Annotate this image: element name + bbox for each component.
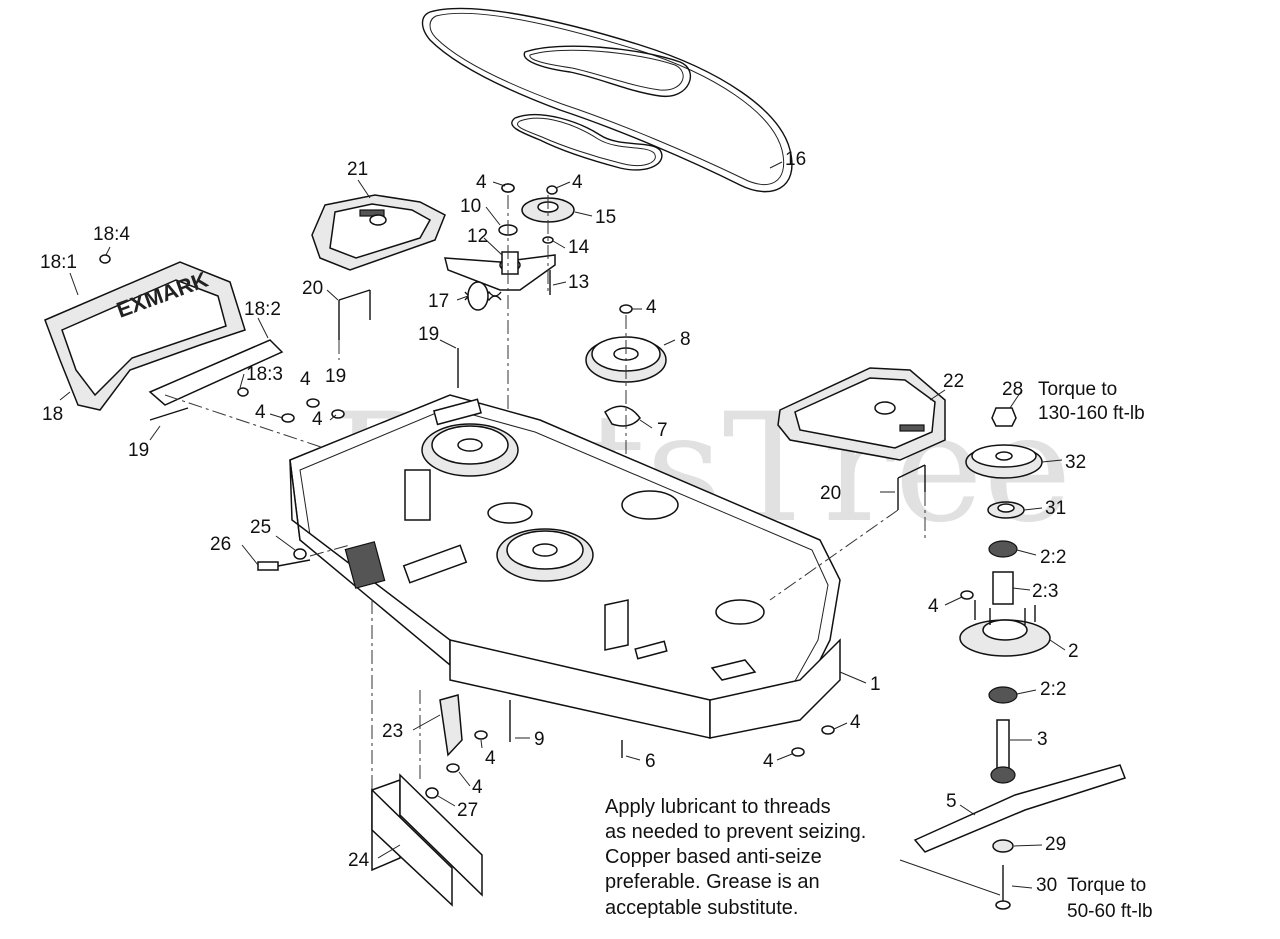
callout-4: 4 — [476, 172, 487, 193]
callout-10: 10 — [460, 196, 481, 217]
callout-5: 5 — [946, 791, 957, 812]
lubricant-note-line-5: acceptable substitute. — [605, 897, 798, 919]
callout-18-2: 18:2 — [244, 299, 281, 320]
callout-4: 4 — [928, 596, 939, 617]
callout-24: 24 — [348, 850, 370, 871]
belt-cover-right — [777, 367, 946, 461]
callout-15: 15 — [595, 207, 616, 228]
callout-1: 1 — [870, 674, 881, 695]
torque-note-28-line-1: Torque to — [1038, 379, 1117, 400]
deflector-plates — [371, 600, 483, 907]
callout-22: 22 — [943, 371, 964, 392]
callout-4: 4 — [850, 712, 861, 733]
callout-18: 18 — [42, 404, 63, 425]
leader-lines — [59, 161, 1066, 889]
callout-28: 28 — [1002, 379, 1023, 400]
callout-20: 20 — [820, 483, 841, 504]
callout-16: 16 — [785, 149, 806, 170]
callout-19: 19 — [325, 366, 346, 387]
callout-19: 19 — [418, 324, 439, 345]
callout-32: 32 — [1065, 452, 1086, 473]
belt-assembly — [421, 7, 793, 193]
callout-29: 29 — [1045, 834, 1066, 855]
pulley-8 — [585, 304, 667, 580]
callout-4: 4 — [300, 369, 311, 390]
callout-23: 23 — [382, 721, 403, 742]
lubricant-note-line-1: Apply lubricant to threads — [605, 796, 831, 818]
discharge-chute: EXMARK — [44, 261, 331, 451]
torque-note-30-line-1: Torque to — [1067, 875, 1146, 896]
callout-9: 9 — [534, 729, 545, 750]
callout-20: 20 — [302, 278, 323, 299]
callout-19: 19 — [128, 440, 149, 461]
callout-6: 6 — [645, 751, 656, 772]
callout-17: 17 — [428, 291, 449, 312]
callout-18-1: 18:1 — [40, 252, 77, 273]
callout-12: 12 — [467, 226, 488, 247]
hardware — [99, 183, 926, 773]
idler-assembly — [444, 183, 575, 520]
callout-4: 4 — [472, 777, 483, 798]
torque-note-30-line-2: 50-60 ft-lb — [1067, 901, 1153, 922]
callout-2-3: 2:3 — [1032, 581, 1058, 602]
callout-27: 27 — [457, 800, 478, 821]
torque-note-30: Torque to 50-60 ft-lb — [1067, 875, 1153, 922]
callout-2: 2 — [1068, 641, 1079, 662]
callout-labels: 16 4 4 21 10 15 12 14 18:4 13 18:1 20 17… — [40, 149, 1086, 896]
callout-8: 8 — [680, 329, 691, 350]
callout-26: 26 — [210, 534, 231, 555]
callout-18-4: 18:4 — [93, 224, 130, 245]
mower-deck — [289, 394, 841, 739]
lubricant-note: Apply lubricant to threads as needed to … — [605, 796, 866, 919]
callout-4: 4 — [763, 751, 774, 772]
callout-4: 4 — [255, 402, 266, 423]
callout-14: 14 — [568, 237, 590, 258]
callout-2-2: 2:2 — [1040, 679, 1066, 700]
torque-note-28-line-2: 130-160 ft-lb — [1038, 403, 1145, 424]
callout-25: 25 — [250, 517, 271, 538]
lubricant-note-line-3: Copper based anti-seize — [605, 846, 822, 868]
callout-30: 30 — [1036, 875, 1057, 896]
callout-21: 21 — [347, 159, 368, 180]
callout-18-3: 18:3 — [246, 364, 283, 385]
callout-2-2: 2:2 — [1040, 547, 1066, 568]
callout-31: 31 — [1045, 498, 1066, 519]
lubricant-note-line-4: preferable. Grease is an — [605, 871, 820, 893]
callout-4: 4 — [485, 748, 496, 769]
callout-13: 13 — [568, 272, 589, 293]
callout-3: 3 — [1037, 729, 1048, 750]
lubricant-note-line-2: as needed to prevent seizing. — [605, 821, 866, 843]
callout-4: 4 — [646, 297, 657, 318]
spindle-assembly — [899, 407, 1126, 910]
callout-7: 7 — [657, 420, 668, 441]
torque-note-28: Torque to 130-160 ft-lb — [1038, 379, 1145, 424]
callout-4: 4 — [312, 409, 323, 430]
callout-4: 4 — [572, 172, 583, 193]
belt-cover-left — [311, 194, 446, 271]
